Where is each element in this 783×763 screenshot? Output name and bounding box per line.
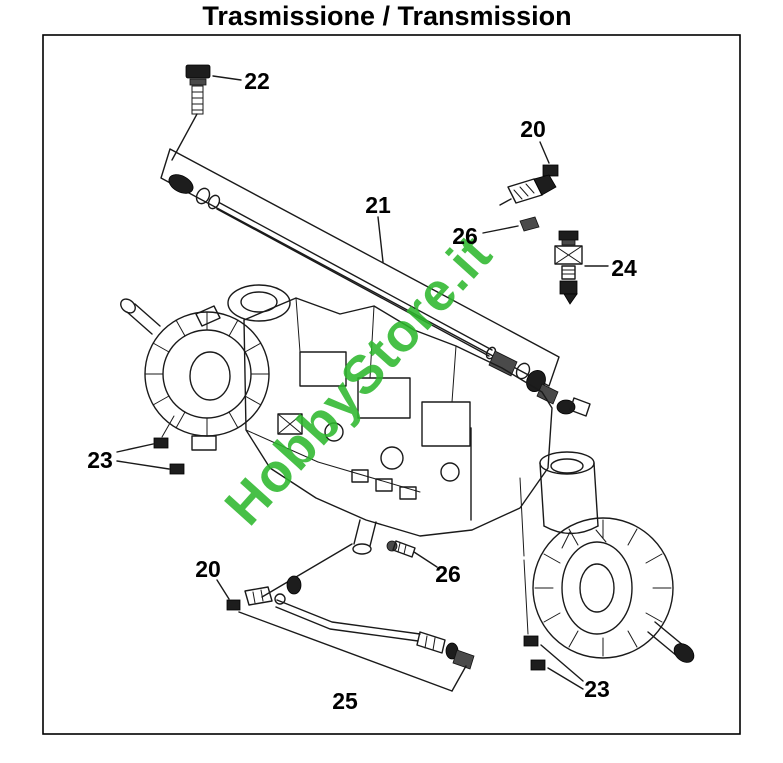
callout-26-right: 26 xyxy=(452,223,478,249)
callout-26-bottom: 26 xyxy=(435,561,461,587)
left-axle-hub xyxy=(120,298,270,451)
part-25-linkage-rod xyxy=(238,575,475,692)
part-26-right-clip xyxy=(482,216,540,234)
callout-23-right: 23 xyxy=(584,676,610,702)
callout-22: 22 xyxy=(244,68,270,94)
diagram-border xyxy=(42,34,741,735)
part-22-bolt xyxy=(171,64,242,161)
part-21-shaft-callout xyxy=(160,148,560,387)
callout-21: 21 xyxy=(365,192,391,218)
gearbox-housing xyxy=(227,284,553,598)
callout-24: 24 xyxy=(611,255,637,281)
part-20-top-nut xyxy=(499,141,559,206)
callout-20-top: 20 xyxy=(520,116,546,142)
callout-23-left: 23 xyxy=(87,447,113,473)
right-axle-hub xyxy=(532,517,695,663)
callout-20-bottom: 20 xyxy=(195,556,221,582)
part-24-fitting xyxy=(554,230,609,305)
drive-shaft xyxy=(168,174,591,417)
watermark: HobbyStore.it xyxy=(214,224,504,537)
part-23-right-nuts xyxy=(523,559,584,690)
axle-standpipe xyxy=(519,451,599,557)
callout-25: 25 xyxy=(332,688,358,714)
page-title: Trasmissione / Transmission xyxy=(202,1,571,31)
part-26-bottom-bolt xyxy=(386,540,438,568)
part-20-bottom-nut xyxy=(216,579,241,611)
part-23-left-nuts xyxy=(116,415,185,475)
